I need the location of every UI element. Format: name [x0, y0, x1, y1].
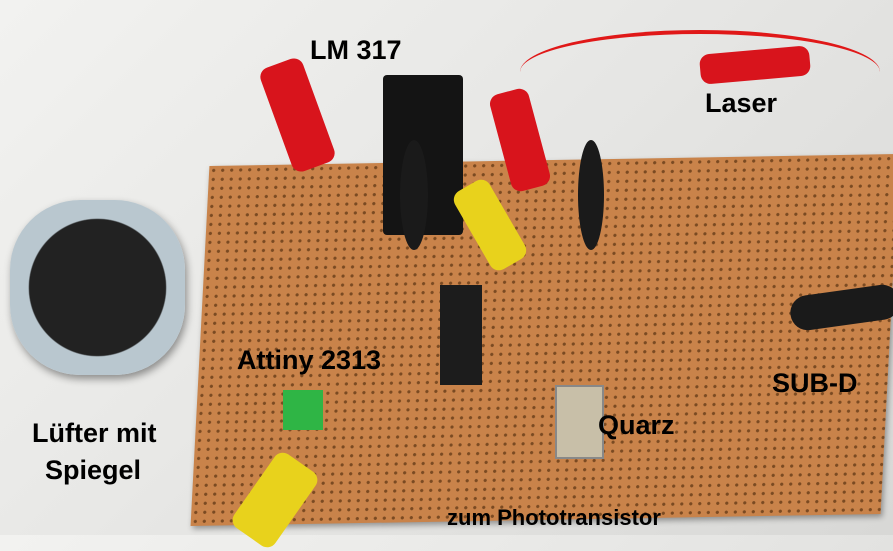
- green-button: [283, 390, 323, 430]
- red-wire: [520, 30, 880, 114]
- potentiometer-left: [400, 140, 428, 250]
- label-lm317: LM 317: [310, 35, 402, 65]
- potentiometer-right: [578, 140, 604, 250]
- attiny-chip: [440, 285, 482, 385]
- quartz-crystal: [555, 385, 604, 459]
- label-luefter-2: Spiegel: [45, 455, 142, 485]
- label-phototransistor: zum Phototransistor: [447, 505, 661, 530]
- label-quarz: Quarz: [598, 410, 675, 440]
- label-attiny: Attiny 2313: [237, 345, 382, 375]
- label-laser: Laser: [705, 88, 778, 118]
- fan-with-mirror: [10, 200, 185, 375]
- red-clip-1: [257, 55, 338, 175]
- label-luefter-1: Lüfter mit: [32, 418, 157, 448]
- label-subd: SUB-D: [772, 368, 858, 398]
